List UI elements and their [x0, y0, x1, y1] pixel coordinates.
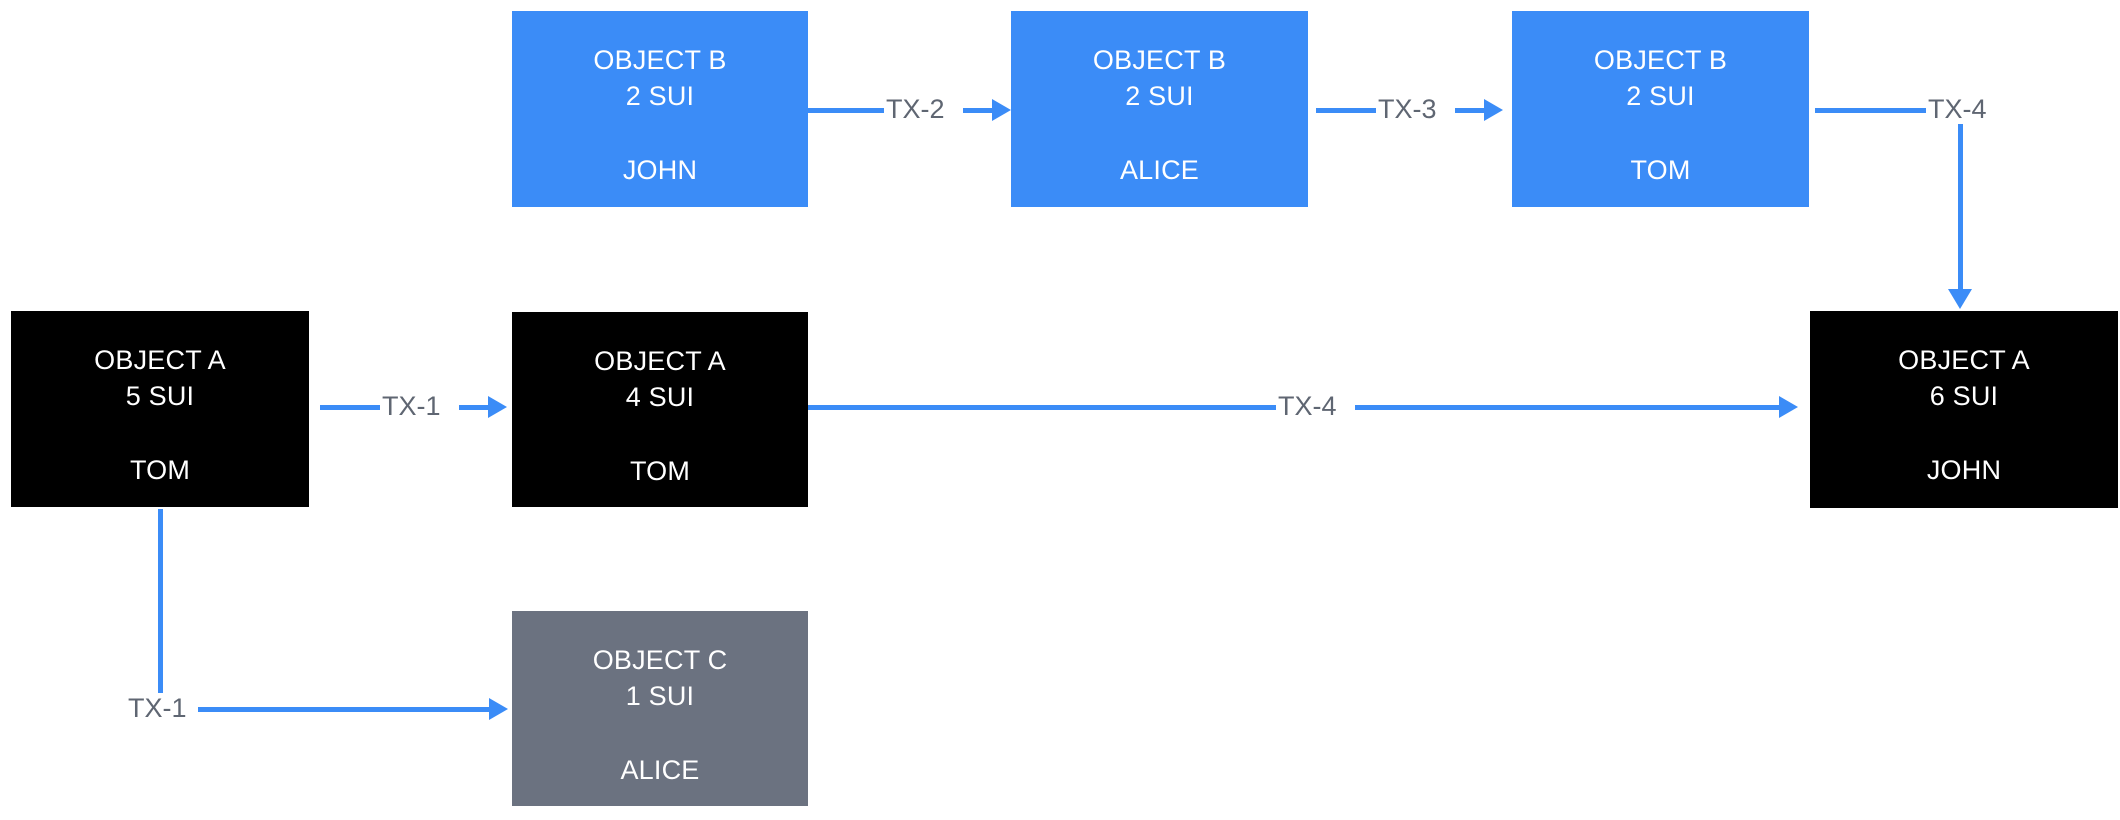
edge-tx-4-a-arrowhead-icon	[1779, 396, 1798, 418]
edge-tx-3-arrowhead-icon	[1484, 99, 1503, 121]
node-object-label: OBJECT B	[1092, 45, 1227, 75]
node-owner-label: JOHN	[1926, 455, 2002, 485]
node-title-block: OBJECT B 2 SUI	[593, 42, 726, 114]
node-owner-block: ALICE	[1120, 152, 1199, 188]
node-object-label: OBJECT C	[592, 645, 728, 675]
edge-tx-3-line-left	[1316, 108, 1378, 113]
node-object-b-alice[interactable]: OBJECT B 2 SUI ALICE	[1011, 11, 1308, 207]
node-amount-label: 2 SUI	[1626, 81, 1695, 111]
edge-label-tx-3: TX-3	[1376, 94, 1439, 124]
edge-label-tx-2: TX-2	[884, 94, 947, 124]
node-amount-label: 2 SUI	[625, 81, 695, 111]
edge-tx-1-c-line-vertical	[158, 509, 163, 693]
node-owner-label: JOHN	[622, 155, 698, 185]
node-owner-label: ALICE	[620, 755, 700, 785]
node-title-block: OBJECT A 6 SUI	[1898, 342, 2030, 414]
edge-tx-4-a-line-left	[808, 405, 1278, 410]
edge-tx-4-b-line-horizontal	[1815, 108, 1928, 113]
edge-tx-1-c-arrowhead-icon	[489, 698, 508, 720]
edge-label-tx-1-a: TX-1	[380, 391, 443, 421]
edge-tx-4-b-line-vertical	[1958, 124, 1963, 291]
node-amount-label: 4 SUI	[625, 382, 695, 412]
node-title-block: OBJECT A 5 SUI	[94, 342, 226, 414]
node-owner-label: TOM	[1630, 155, 1691, 185]
node-object-b-john[interactable]: OBJECT B 2 SUI JOHN	[512, 11, 808, 207]
node-owner-label: TOM	[129, 455, 191, 485]
node-owner-block: JOHN	[623, 152, 697, 188]
node-owner-label: TOM	[629, 456, 691, 486]
edge-tx-1-a-line-left	[320, 405, 382, 410]
node-title-block: OBJECT C 1 SUI	[593, 642, 728, 714]
edge-tx-4-b-arrowhead-icon	[1948, 289, 1972, 309]
edge-label-tx-4-b: TX-4	[1926, 94, 1989, 124]
node-owner-label: ALICE	[1119, 155, 1200, 185]
edge-tx-1-a-line-right	[459, 405, 489, 410]
node-object-label: OBJECT A	[1898, 345, 2030, 375]
node-owner-block: JOHN	[1927, 452, 2001, 488]
node-object-b-tom[interactable]: OBJECT B 2 SUI TOM	[1512, 11, 1809, 207]
node-amount-label: 5 SUI	[125, 381, 195, 411]
node-object-label: OBJECT A	[94, 345, 226, 375]
node-owner-block: TOM	[1630, 152, 1690, 188]
node-object-a-6sui-john[interactable]: OBJECT A 6 SUI JOHN	[1810, 311, 2118, 508]
edge-tx-2-line-right	[963, 108, 993, 113]
node-title-block: OBJECT B 2 SUI	[1594, 42, 1727, 114]
node-amount-label: 2 SUI	[1125, 81, 1194, 111]
edge-tx-1-c-line-horizontal	[198, 707, 490, 712]
node-amount-label: 6 SUI	[1929, 381, 1999, 411]
node-owner-block: ALICE	[620, 752, 699, 788]
node-object-label: OBJECT B	[1593, 45, 1728, 75]
node-title-block: OBJECT B 2 SUI	[1093, 42, 1226, 114]
edge-label-tx-4-a: TX-4	[1276, 391, 1339, 421]
edge-tx-4-a-line-right	[1355, 405, 1780, 410]
node-object-label: OBJECT B	[593, 45, 727, 75]
node-object-a-5sui-tom[interactable]: OBJECT A 5 SUI TOM	[11, 311, 309, 507]
node-object-label: OBJECT A	[594, 346, 726, 376]
node-object-a-4sui-tom[interactable]: OBJECT A 4 SUI TOM	[512, 312, 808, 507]
node-object-c-alice[interactable]: OBJECT C 1 SUI ALICE	[512, 611, 808, 806]
edge-tx-3-line-right	[1455, 108, 1485, 113]
node-title-block: OBJECT A 4 SUI	[594, 343, 726, 415]
edge-label-tx-1-c: TX-1	[126, 693, 189, 723]
edge-tx-2-arrowhead-icon	[992, 99, 1011, 121]
node-owner-block: TOM	[130, 452, 190, 488]
edge-tx-1-a-arrowhead-icon	[488, 396, 507, 418]
edge-tx-2-line-left	[808, 108, 886, 113]
node-owner-block: TOM	[630, 453, 690, 489]
node-amount-label: 1 SUI	[625, 681, 695, 711]
